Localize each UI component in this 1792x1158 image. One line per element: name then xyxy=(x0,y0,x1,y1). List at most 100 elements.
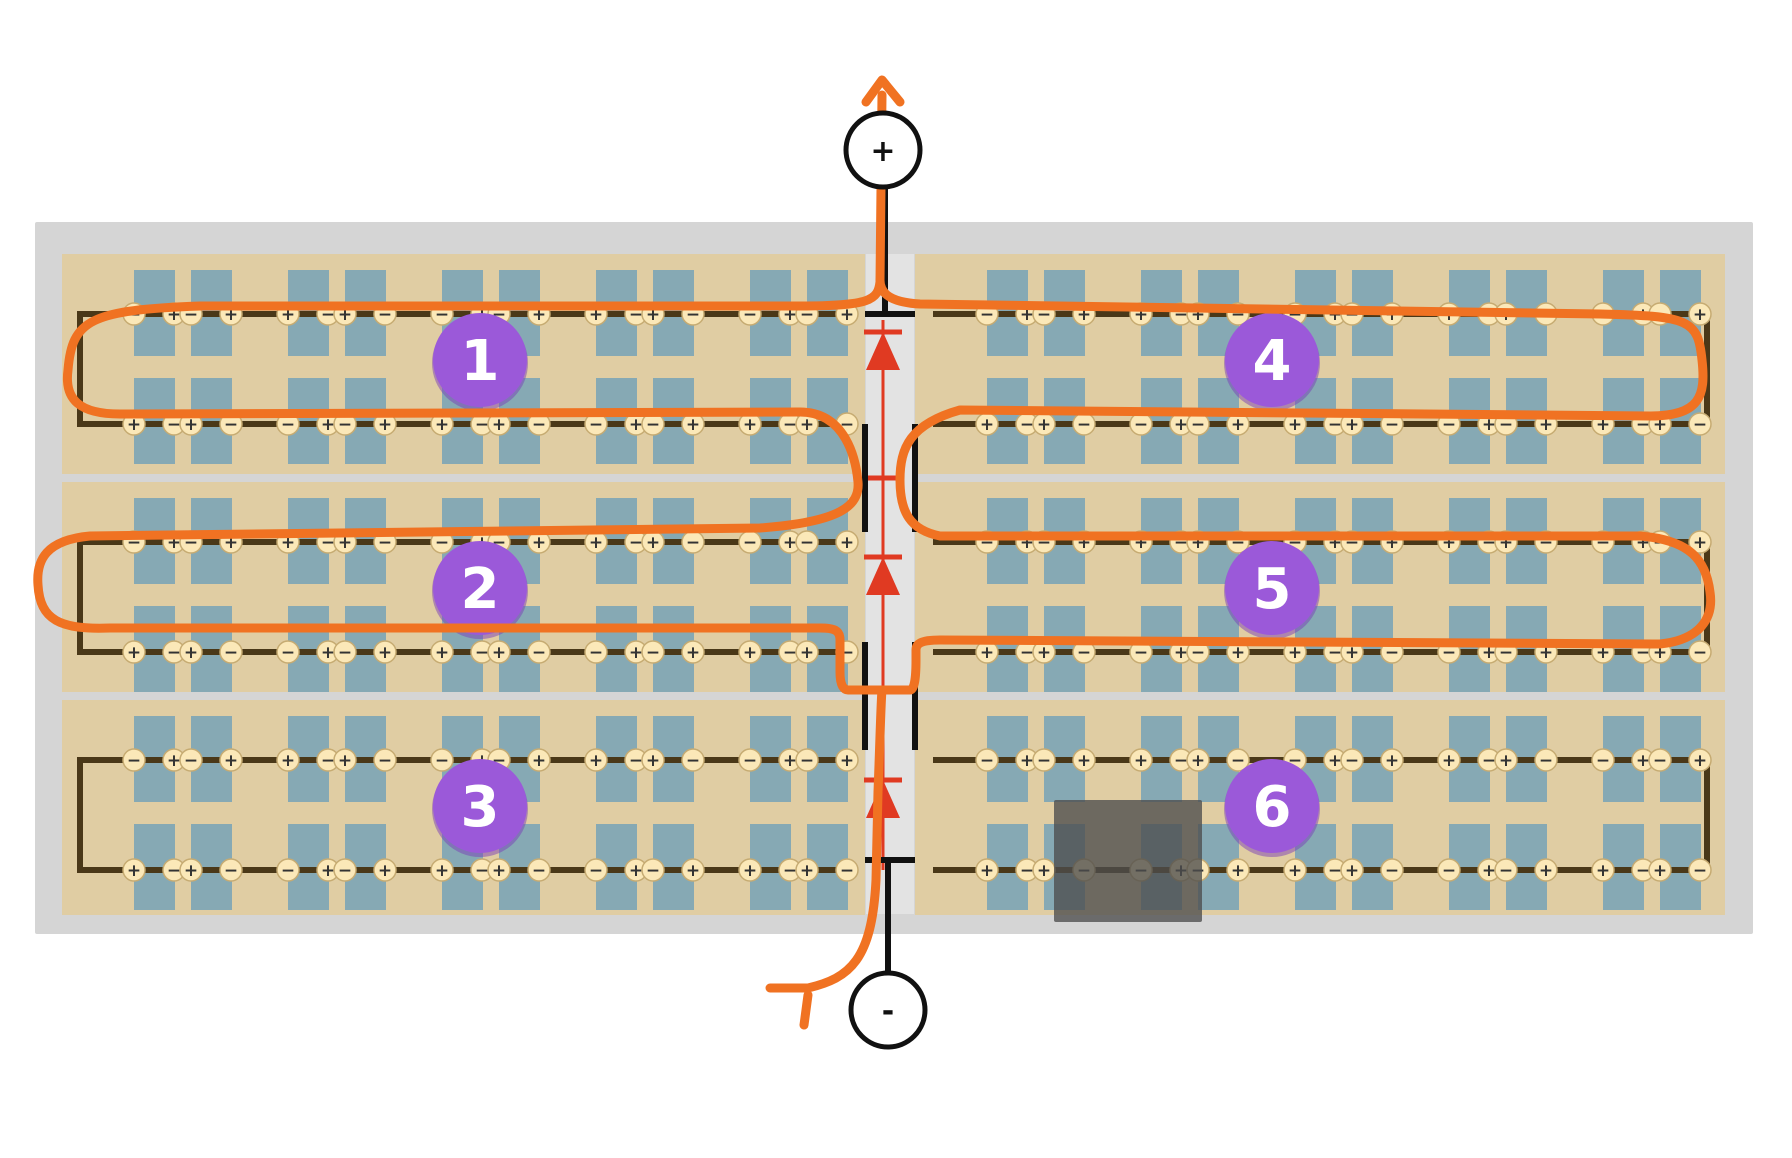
panel-badge-label: 4 xyxy=(1253,329,1292,394)
panel-badge xyxy=(433,541,527,635)
polarity-mark: + xyxy=(338,533,352,553)
polarity-mark: + xyxy=(127,415,141,435)
panel-badge-label: 3 xyxy=(461,775,500,840)
polarity-mark: − xyxy=(167,415,181,435)
polarity-mark: − xyxy=(629,533,643,553)
polarity-mark: − xyxy=(1385,415,1399,435)
polarity-mark: + xyxy=(1596,861,1610,881)
polarity-mark: − xyxy=(475,861,489,881)
polarity-mark: − xyxy=(321,751,335,771)
polarity-mark: − xyxy=(1077,643,1091,663)
polarity-mark: + xyxy=(1231,415,1245,435)
polarity-mark: − xyxy=(1191,415,1205,435)
polarity-mark: + xyxy=(378,415,392,435)
cell-terminal xyxy=(430,748,454,772)
polarity-mark: + xyxy=(1231,643,1245,663)
polarity-mark: + xyxy=(800,861,814,881)
polarity-mark: − xyxy=(629,751,643,771)
cell-terminal xyxy=(795,530,819,554)
cell-terminal xyxy=(1032,748,1056,772)
polarity-mark: − xyxy=(378,751,392,771)
polarity-mark: + xyxy=(646,751,660,771)
polarity-mark: − xyxy=(338,861,352,881)
polarity-mark: + xyxy=(492,643,506,663)
cell-terminal xyxy=(1494,748,1518,772)
polarity-mark: − xyxy=(646,643,660,663)
polarity-mark: − xyxy=(167,861,181,881)
cell-terminal xyxy=(835,530,859,554)
polarity-mark: − xyxy=(980,305,994,325)
cell-terminal xyxy=(373,748,397,772)
polarity-mark: + xyxy=(1231,861,1245,881)
polarity-mark: − xyxy=(321,533,335,553)
cell-terminal xyxy=(276,748,300,772)
polarity-mark: + xyxy=(629,415,643,435)
panel-badge xyxy=(1225,759,1319,853)
polarity-mark: + xyxy=(1693,533,1707,553)
polarity-mark: − xyxy=(686,751,700,771)
cell-terminal xyxy=(1072,748,1096,772)
polarity-mark: + xyxy=(1539,861,1553,881)
polarity-mark: − xyxy=(1653,751,1667,771)
cell-terminal xyxy=(1648,748,1672,772)
cell-terminal xyxy=(276,640,300,664)
polarity-mark: + xyxy=(1442,751,1456,771)
cell-terminal xyxy=(1283,858,1307,882)
polarity-mark: − xyxy=(475,415,489,435)
cell-terminal xyxy=(795,640,819,664)
polarity-mark: + xyxy=(980,415,994,435)
polarity-mark: + xyxy=(1134,751,1148,771)
cell-terminal xyxy=(1688,640,1712,664)
cell-terminal xyxy=(527,640,551,664)
polarity-mark: − xyxy=(281,861,295,881)
polarity-mark: + xyxy=(743,861,757,881)
polarity-mark: + xyxy=(435,861,449,881)
cell-terminal xyxy=(975,858,999,882)
cell-terminal xyxy=(179,858,203,882)
cell-terminal xyxy=(584,640,608,664)
polarity-mark: + xyxy=(1345,415,1359,435)
polarity-mark: − xyxy=(646,415,660,435)
cell-terminal xyxy=(276,858,300,882)
cell-terminal xyxy=(1688,858,1712,882)
cell-terminal xyxy=(1534,748,1558,772)
cell-terminal xyxy=(1648,858,1672,882)
polarity-mark: + xyxy=(1174,415,1188,435)
polarity-mark: − xyxy=(1693,643,1707,663)
polarity-mark: + xyxy=(532,533,546,553)
polarity-mark: + xyxy=(686,861,700,881)
shaded-cell-overlay xyxy=(1054,800,1202,922)
cell-terminal xyxy=(430,858,454,882)
cell-terminal xyxy=(179,640,203,664)
cell-terminal xyxy=(179,748,203,772)
polarity-mark: + xyxy=(167,751,181,771)
polarity-mark: − xyxy=(281,643,295,663)
polarity-mark: − xyxy=(589,861,603,881)
polarity-mark: − xyxy=(1442,643,1456,663)
cell-terminal xyxy=(738,858,762,882)
polarity-mark: − xyxy=(783,861,797,881)
polarity-mark: + xyxy=(840,305,854,325)
polarity-mark: + xyxy=(1539,415,1553,435)
polarity-mark: + xyxy=(1328,751,1342,771)
polarity-mark: + xyxy=(1077,751,1091,771)
cell-terminal xyxy=(795,748,819,772)
cell-terminal xyxy=(738,640,762,664)
polarity-mark: + xyxy=(1636,751,1650,771)
polarity-mark: − xyxy=(1482,751,1496,771)
cell-terminal xyxy=(641,640,665,664)
polarity-mark: − xyxy=(1442,861,1456,881)
polarity-mark: − xyxy=(338,643,352,663)
cell-terminal xyxy=(1437,748,1461,772)
polarity-mark: + xyxy=(743,643,757,663)
cell-terminal xyxy=(795,858,819,882)
polarity-mark: + xyxy=(629,861,643,881)
polarity-mark: + xyxy=(629,643,643,663)
cell-terminal xyxy=(219,640,243,664)
polarity-mark: + xyxy=(1037,415,1051,435)
cell-terminal xyxy=(584,858,608,882)
cell-terminal xyxy=(1186,748,1210,772)
polarity-mark: − xyxy=(783,643,797,663)
